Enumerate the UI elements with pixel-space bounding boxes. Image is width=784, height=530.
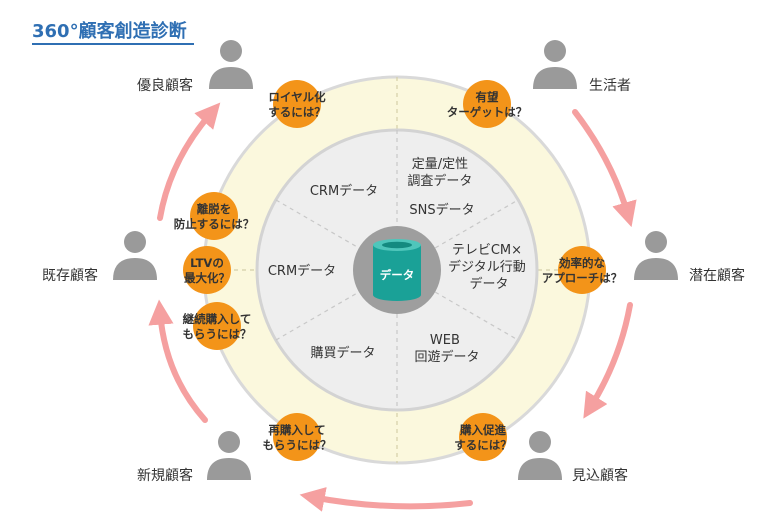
person-icon-potential	[634, 231, 678, 280]
svg-text:有望ターゲットは？: 有望ターゲットは？	[447, 90, 528, 119]
center-label: データ	[380, 268, 415, 282]
customer-label-potential: 潜在顧客	[689, 267, 745, 284]
customer-label-general: 生活者	[589, 78, 631, 94]
arrow-potential-to-prospect	[583, 302, 633, 419]
svg-text:離脱を防止するには？: 離脱を防止するには？	[174, 202, 255, 231]
customer-label-prospect: 見込顧客	[572, 467, 628, 484]
customer-label-existing: 既存顧客	[42, 267, 98, 284]
arrow-existing-to-loyal	[157, 102, 221, 221]
question-badge-promote: 購入促進するには？	[454, 413, 512, 461]
question-badge-target: 有望ターゲットは？	[447, 80, 528, 128]
person-icon-general	[533, 40, 577, 89]
question-badge-efficient: 効率的なアプローチは？	[542, 246, 623, 294]
question-badge-repurchase: 再購入してもらうには？	[263, 413, 332, 461]
question-badge-churn: 離脱を防止するには？	[174, 192, 255, 240]
segment-left: CRMデータ	[268, 263, 336, 279]
svg-text:ロイヤル化するには？: ロイヤル化するには？	[268, 90, 326, 119]
svg-text:購入促進するには？: 購入促進するには？	[454, 423, 512, 452]
page-title: 360°顧客創造診断	[32, 20, 187, 42]
question-badge-loyalty: ロイヤル化するには？	[268, 80, 326, 128]
segment-bottom-right: WEB 回遊データ	[414, 333, 479, 365]
svg-text:LTVの最大化？: LTVの最大化？	[184, 256, 230, 285]
svg-text:効率的なアプローチは？: 効率的なアプローチは？	[542, 256, 623, 285]
database-cylinder-icon	[353, 226, 441, 314]
person-icon-existing	[113, 231, 157, 280]
person-icon-prospect	[518, 431, 562, 480]
cycle-arrows	[148, 102, 637, 512]
segment-top-right: 定量/定性 調査データ SNSデータ	[407, 157, 476, 218]
svg-text:再購入してもらうには？: 再購入してもらうには？	[263, 423, 332, 452]
segment-bottom-left: 購買データ	[310, 345, 375, 361]
question-badge-continue: 継続購入してもらうには？	[183, 302, 252, 350]
svg-text:継続購入してもらうには？: 継続購入してもらうには？	[183, 312, 252, 341]
arrow-general-to-potential	[572, 109, 637, 228]
customer-label-new: 新規顧客	[137, 467, 193, 484]
person-icon-new	[207, 431, 251, 480]
segment-right: テレビCM× デジタル行動 データ	[448, 243, 530, 292]
arrow-new-to-existing	[148, 299, 208, 423]
customer-label-loyal: 優良顧客	[137, 77, 193, 94]
question-badge-ltv: LTVの最大化？	[183, 246, 231, 294]
segment-top-left: CRMデータ	[310, 183, 378, 199]
arrow-prospect-to-new	[299, 487, 473, 512]
person-icon-loyal	[209, 40, 253, 89]
